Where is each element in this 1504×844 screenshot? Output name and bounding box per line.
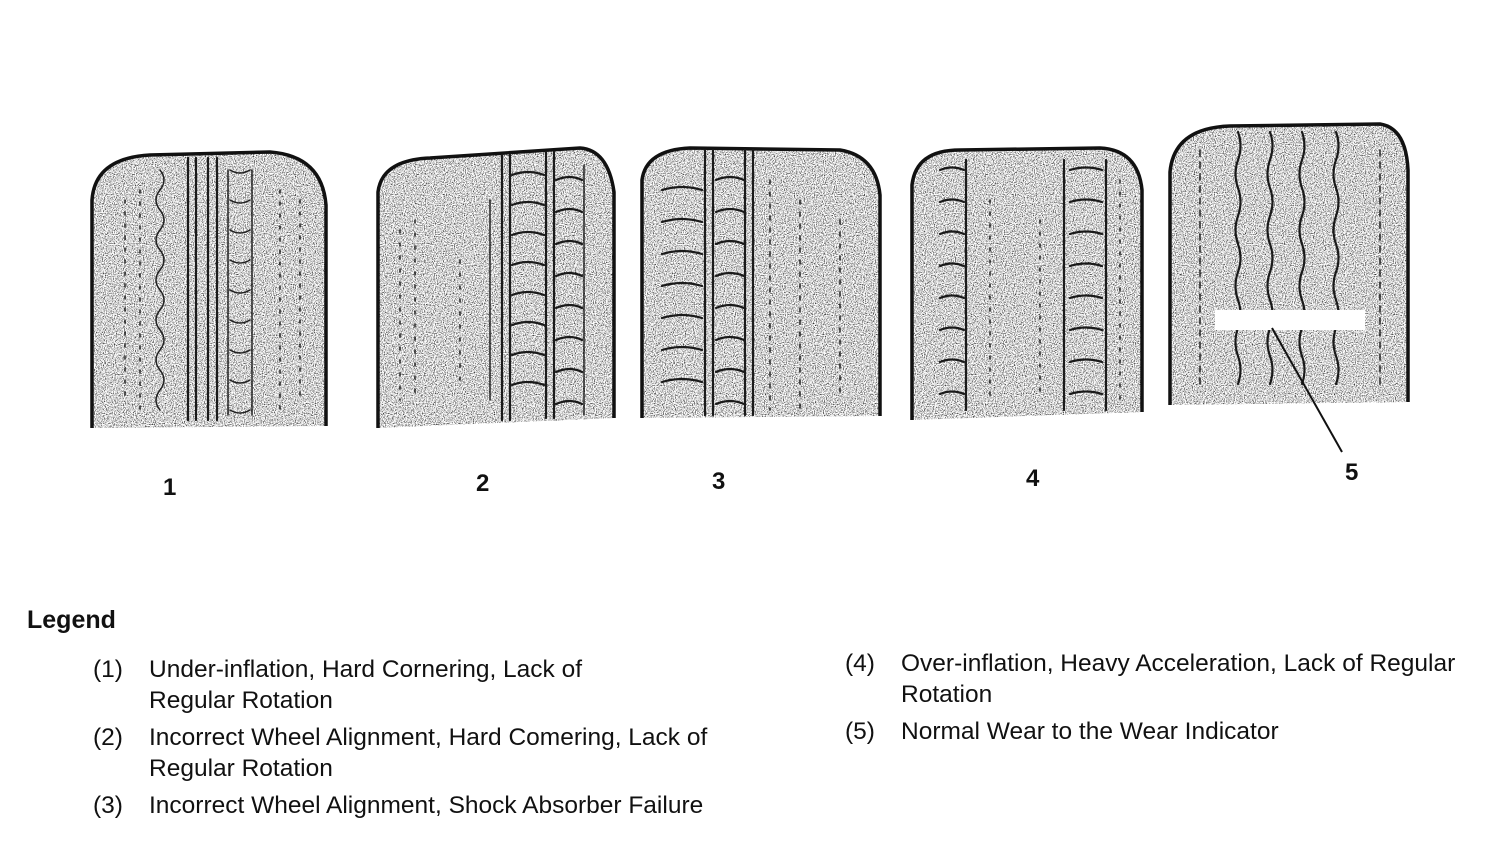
tire-4-tread <box>938 158 1121 412</box>
legend-column-left: (1) Under-inflation, Hard Cornering, Lac… <box>93 654 709 827</box>
legend-text-5: Normal Wear to the Wear Indicator <box>901 718 1279 745</box>
tire-1 <box>90 150 328 428</box>
tire-5 <box>1168 122 1410 453</box>
wear-indicator-leader-line <box>1271 327 1343 453</box>
legend-item-3: (3) Incorrect Wheel Alignment, Shock Abs… <box>93 790 709 821</box>
legend-key-5: (5) <box>845 718 875 745</box>
tire-3-tread <box>660 148 841 417</box>
tire-2-tread <box>399 150 585 422</box>
wear-indicator-bar <box>1215 310 1365 330</box>
tire-number-5: 5 <box>1345 459 1359 486</box>
legend-title: Legend <box>27 606 116 634</box>
tire-1-tread <box>124 156 301 422</box>
legend-text-4: Over-inflation, Heavy Acceleration, Lack… <box>901 650 1456 708</box>
legend-column-right: (4) Over-inflation, Heavy Acceleration, … <box>845 648 1461 753</box>
legend-item-5: (5) Normal Wear to the Wear Indicator <box>845 716 1461 747</box>
tire-2 <box>376 146 616 428</box>
tire-5-tread <box>1199 130 1381 391</box>
legend-key-1: (1) <box>93 656 123 683</box>
legend-key-3: (3) <box>93 792 123 819</box>
legend-key-4: (4) <box>845 650 875 677</box>
tire-3 <box>640 146 882 418</box>
legend-text-2: Incorrect Wheel Alignment, Hard Comering… <box>149 724 708 782</box>
legend-text-3: Incorrect Wheel Alignment, Shock Absorbe… <box>149 792 704 819</box>
legend-item-1: (1) Under-inflation, Hard Cornering, Lac… <box>93 654 709 716</box>
tire-number-4: 4 <box>1026 465 1040 492</box>
tire-wear-illustrations <box>90 122 1410 453</box>
legend-item-2: (2) Incorrect Wheel Alignment, Hard Come… <box>93 722 709 784</box>
legend-item-4: (4) Over-inflation, Heavy Acceleration, … <box>845 648 1461 710</box>
tire-number-1: 1 <box>163 474 177 501</box>
legend-key-2: (2) <box>93 724 123 751</box>
tire-4 <box>910 146 1144 420</box>
legend-text-1: Under-inflation, Hard Cornering, Lack of… <box>149 656 583 714</box>
tire-number-2: 2 <box>476 470 490 497</box>
tire-number-3: 3 <box>712 468 726 495</box>
